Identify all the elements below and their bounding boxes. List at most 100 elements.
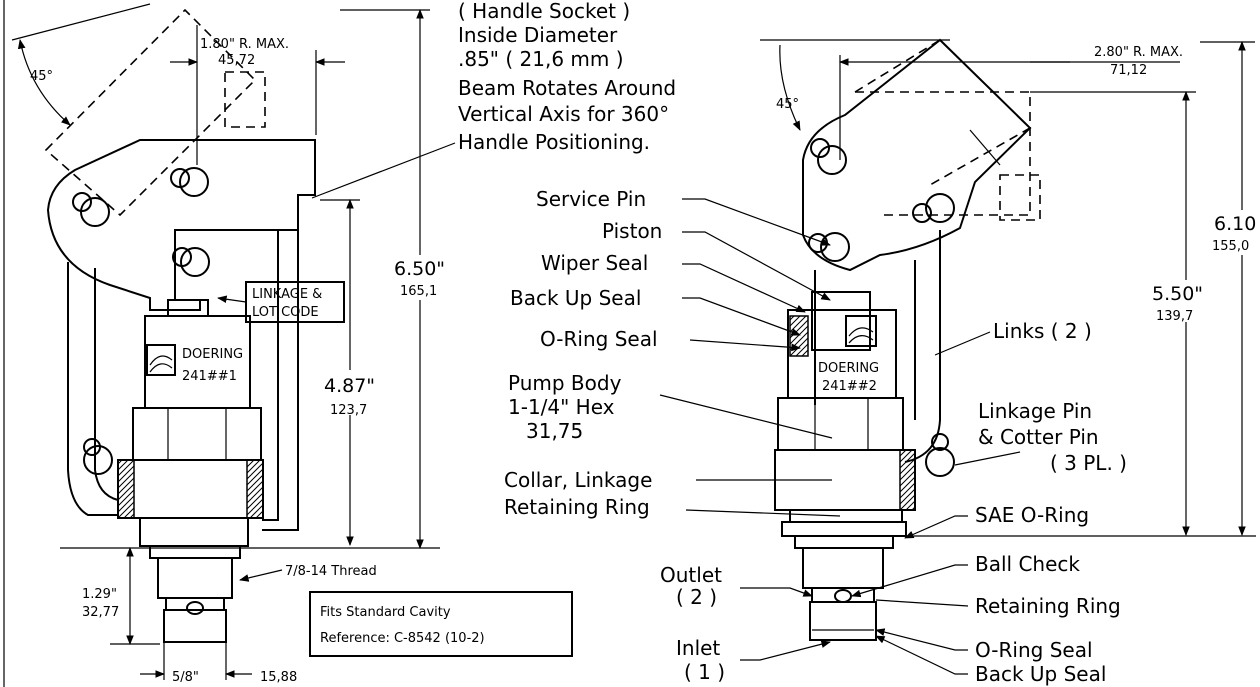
callout-retaining-ring-2: Retaining Ring [975, 594, 1121, 618]
left-thread-leader [239, 569, 283, 582]
callout-pump-mm: 31,75 [526, 419, 583, 443]
right-angle-arc [779, 44, 801, 131]
right-brand: DOERING [818, 361, 879, 376]
left-piston-pin [180, 247, 210, 277]
leader-ball-check [851, 564, 968, 598]
left-cartridge-lower [163, 609, 227, 643]
right-upper-cotter [810, 138, 830, 158]
left-piston-cotter [172, 247, 192, 267]
right-thread-ring [794, 535, 894, 549]
callout-pump-hex: 1-1/4" Hex [508, 395, 615, 419]
leader-sae-o-ring [904, 515, 968, 539]
leader-o-ring-seal-2 [875, 628, 968, 651]
right-service-pin [820, 232, 850, 262]
note-leader [311, 142, 456, 199]
callout-o-ring-seal-2: O-Ring Seal [975, 638, 1093, 662]
linkage-code-1: LINKAGE & [252, 287, 322, 302]
note-diameter-value: .85" ( 21,6 mm ) [458, 47, 624, 71]
right-height-total: 6.10 [1214, 213, 1256, 235]
cavity-line-2: Reference: C-8542 (10-2) [320, 631, 485, 646]
left-part-number: 241##1 [182, 369, 237, 384]
left-height-total-mm: 165,1 [400, 284, 437, 299]
right-seal-hatch [789, 315, 809, 357]
right-radius-label: 2.80" R. MAX. [1094, 45, 1183, 60]
callout-inlet: Inlet [676, 636, 720, 660]
doering-logo-right [845, 315, 877, 347]
callout-retaining-ring: Retaining Ring [504, 495, 650, 519]
leader-retaining-ring-2 [875, 599, 969, 607]
leader-o-ring-seal [689, 339, 801, 352]
left-service-pin [179, 167, 209, 197]
callout-ball-check: Ball Check [975, 552, 1080, 576]
left-width-mm: 15,88 [260, 670, 297, 685]
callout-back-up-seal: Back Up Seal [510, 286, 641, 310]
right-collar-hatch [899, 449, 916, 511]
callout-wiper-seal: Wiper Seal [541, 251, 648, 275]
leader-inlet [740, 640, 831, 661]
right-body-base [781, 521, 907, 537]
left-cartridge-neck [165, 597, 225, 611]
right-part-number: 241##2 [822, 379, 877, 394]
right-dim-total-bg [1212, 210, 1260, 255]
left-angle-line [11, 3, 151, 41]
linkage-code-2: LOT CODE [252, 305, 319, 320]
right-socket-dashed [999, 174, 1041, 221]
logo-swoosh-left [149, 355, 173, 373]
leader-service-pin [682, 198, 831, 246]
left-cotter-ring-lower [83, 438, 101, 456]
left-height-total: 6.50" [394, 258, 445, 280]
left-radius-mm: 45,72 [218, 53, 255, 68]
left-piston-stem [167, 299, 209, 317]
callout-collar: Collar, Linkage [504, 468, 652, 492]
callout-outlet: Outlet [660, 563, 722, 587]
note-inside-diameter: Inside Diameter [458, 23, 618, 47]
left-cartridge-upper [157, 557, 233, 599]
left-body-base [139, 517, 249, 547]
note-beam-rotates: Beam Rotates Around [458, 76, 676, 100]
callout-back-up-seal-2: Back Up Seal [975, 662, 1106, 686]
note-handle-socket: ( Handle Socket ) [458, 0, 630, 23]
callout-service-pin: Service Pin [536, 187, 646, 211]
callout-links: Links ( 2 ) [993, 319, 1092, 343]
left-height-low-mm: 32,77 [82, 605, 119, 620]
left-linkage-pin-lower [83, 445, 113, 475]
right-linkage-pin [925, 447, 955, 477]
callout-outlet-num: ( 2 ) [676, 585, 717, 609]
left-link-left-inner [94, 268, 119, 501]
leader-linkage-pin [954, 451, 1021, 466]
right-cartridge-lower [809, 601, 877, 641]
callout-linkage-pin: Linkage Pin [978, 399, 1092, 423]
leader-back-up-seal [682, 297, 801, 336]
right-hex [777, 397, 904, 451]
left-dim-total-bg [392, 255, 452, 300]
left-width-label: 5/8" [172, 670, 199, 685]
left-link-left [67, 262, 118, 516]
left-link-right [262, 230, 279, 521]
right-cartridge-upper [802, 547, 884, 589]
right-dim-mid-bg [1150, 280, 1220, 322]
leader-back-up-seal-2 [875, 635, 968, 675]
left-pump-upper [144, 315, 251, 409]
callout-3-places: ( 3 PL. ) [1050, 451, 1127, 475]
right-handle-dashed [854, 38, 1032, 186]
leader-outlet [740, 587, 813, 597]
cavity-line-1: Fits Standard Cavity [320, 605, 451, 620]
left-service-cotter [170, 168, 190, 188]
left-cotter-ring-upper [72, 192, 92, 212]
leader-links [934, 331, 991, 356]
callout-o-ring-seal: O-Ring Seal [540, 327, 658, 351]
cavity-box [309, 591, 573, 657]
left-assembly: DOERING 241##1 45° 1.80" R. MAX. 45,72 6… [11, 0, 676, 685]
leader-piston [682, 231, 831, 301]
left-hex [132, 407, 262, 461]
leader-pump-body [659, 394, 833, 439]
left-collar-hatch-l [117, 459, 135, 519]
left-link-right-outer [262, 230, 299, 531]
left-radius-label: 1.80" R. MAX. [200, 37, 289, 52]
right-link-outer [904, 230, 941, 463]
left-collar-hatch-r [246, 459, 264, 519]
callout-pump-body: Pump Body [508, 371, 622, 395]
right-beam [802, 38, 1032, 272]
left-height-low: 1.29" [82, 587, 117, 602]
